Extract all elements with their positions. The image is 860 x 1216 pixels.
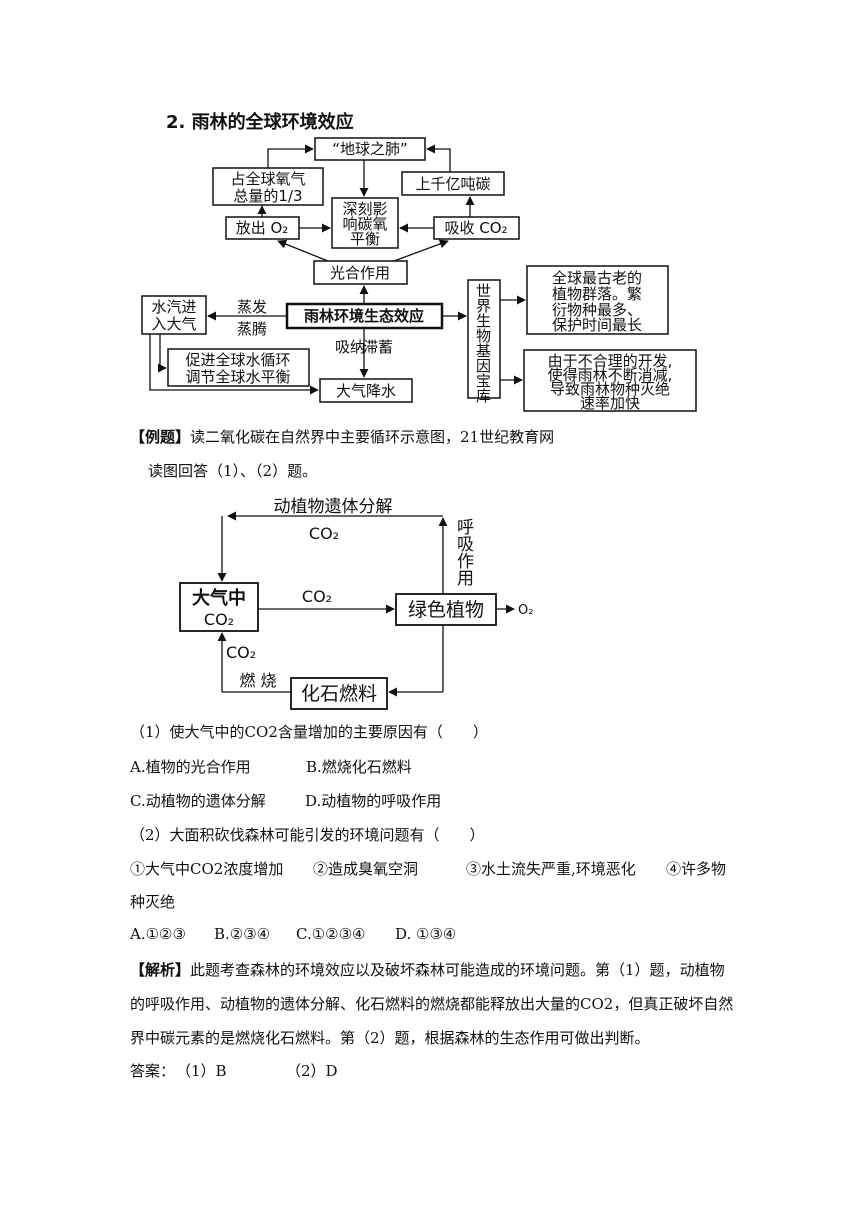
fossil-label: 化石燃料: [301, 683, 377, 705]
plants-label: 绿色植物: [408, 599, 484, 621]
atmosphere-line1: 大气中: [192, 587, 246, 609]
q2-choice-4-cont: 种灭绝: [130, 893, 176, 911]
threat-line4: 速率加快: [580, 394, 640, 412]
q1-option-c: C.动植物的遗体分解: [130, 792, 266, 810]
carbon-store-box: [401, 171, 505, 196]
rainfall-label: 大气降水: [336, 382, 396, 400]
decompose-label: 动植物遗体分解: [274, 497, 393, 517]
q2-choice-4: ④许多物: [666, 860, 727, 878]
analysis-text1: 此题考查森林的环境效应以及破坏森林可能造成的环境问题。第（1）题，动植物: [190, 961, 725, 979]
gene-bank-box: [467, 279, 501, 399]
transpiration-label: 蒸腾: [237, 320, 267, 338]
absorb-label: 吸纳: [335, 338, 365, 356]
balance-box: [331, 197, 399, 249]
water-cycle-box: [167, 348, 310, 387]
carbon-cycle-diagram: 动植物遗体分解 CO₂ 大气中 CO₂ CO₂ 绿色植物 O₂ CO₂ 燃 烧 …: [179, 497, 533, 710]
release-o2-label: 放出 O₂: [236, 219, 289, 237]
absorb-co2-label: 吸收 CO₂: [444, 219, 507, 237]
oxygen-share-line2: 总量的1/3: [233, 187, 302, 205]
example-prompt: 读图回答（1）、（2）题。: [148, 462, 318, 480]
respiration-label: 呼吸作用: [457, 518, 474, 589]
threat-box: [523, 349, 697, 412]
q2-option-c: C.①②③④: [296, 925, 366, 943]
analysis-line2: 的呼吸作用、动植物的遗体分解、化石燃料的燃烧都能释放出大量的CO2，但真正破坏自…: [130, 995, 734, 1013]
oldest-line1: 全球最古老的: [552, 269, 642, 287]
q2-choice-3: ③水土流失严重,环境恶化: [466, 860, 636, 878]
example-tag: 【例题】: [130, 428, 191, 446]
section-title: 2. 雨林的全球环境效应: [166, 112, 354, 133]
rainfall-box: [319, 378, 413, 403]
burning-label: 燃 烧: [239, 671, 276, 690]
water-cycle-line2: 调节全球水平衡: [185, 368, 290, 386]
q2-choice-1: ①大气中CO2浓度增加: [130, 860, 284, 878]
evaporation-label: 蒸发: [237, 298, 267, 316]
analysis-line1: 【解析】此题考查森林的环境效应以及破坏森林可能造成的环境问题。第（1）题，动植物: [130, 959, 725, 980]
q1-option-a: A.植物的光合作用: [130, 758, 251, 776]
co2-top-label: CO₂: [309, 524, 339, 543]
answer-label: 答案：: [130, 1062, 176, 1080]
oldest-line2: 植物群落。繁: [552, 285, 642, 303]
rainforest-effect-diagram: “地球之肺” 占全球氧气 总量的1/3 上千亿吨碳 深刻影 响碳氧 平衡 放出 …: [141, 137, 697, 412]
co2-mid-label: CO₂: [302, 587, 332, 606]
balance-line1: 深刻影: [342, 200, 387, 218]
analysis-line3: 界中碳元素的是燃烧化石燃料。第（2）题，根据森林的生态作用可做出判断。: [130, 1029, 650, 1047]
oxygen-share-line1: 占全球氧气: [230, 170, 305, 188]
analysis-tag: 【解析】: [130, 961, 191, 979]
answer-q1: （1）B: [176, 1062, 227, 1080]
q2-option-a: A.①②③: [130, 925, 186, 943]
oldest-line4: 保护时间最长: [552, 316, 642, 334]
example-heading: 【例题】读二氧化碳在自然界中主要循环示意图，21世纪教育网: [130, 426, 554, 447]
balance-line2: 响碳氧: [342, 215, 387, 233]
q2-option-b: B.②③④: [214, 925, 271, 943]
vapor-line1: 水汽进: [151, 298, 196, 316]
o2-label: O₂: [518, 603, 533, 618]
q2-option-d: D. ①③④: [395, 925, 457, 943]
q2-stem: （2）大面积砍伐森林可能引发的环境问题有（ ）: [130, 826, 485, 844]
retain-label: 滞蓄: [363, 338, 393, 356]
photosynthesis-box: [313, 260, 408, 285]
threat-line3: 导致雨林物种灭绝: [550, 380, 670, 398]
core-label: 雨林环境生态效应: [304, 307, 424, 325]
lungs-box: [314, 137, 426, 161]
oldest-line3: 衍物种最多、: [552, 301, 642, 319]
balance-line3: 平衡: [350, 230, 380, 248]
photosynthesis-label: 光合作用: [330, 264, 390, 282]
answer-q2: （2）D: [286, 1062, 338, 1080]
atmosphere-line2: CO₂: [204, 610, 234, 629]
q1-option-d: D.动植物的呼吸作用: [305, 792, 442, 810]
water-cycle-line1: 促进全球水循环: [185, 351, 290, 369]
oldest-box: [526, 265, 669, 335]
q1-stem: （1）使大气中的CO2含量增加的主要原因有（ ）: [130, 723, 488, 741]
threat-line2: 使得雨林不断消减,: [548, 366, 673, 384]
carbon-store-label: 上千亿吨碳: [415, 175, 490, 193]
lungs-label: “地球之肺”: [332, 140, 408, 158]
vapor-box: [141, 295, 207, 335]
q1-option-b: B.燃烧化石燃料: [306, 758, 412, 776]
vapor-line2: 入大气: [151, 315, 196, 333]
atmosphere-box: [179, 582, 259, 632]
example-text: 读二氧化碳在自然界中主要循环示意图，21世纪教育网: [190, 428, 555, 446]
threat-line1: 由于不合理的开发,: [548, 352, 673, 370]
q2-choice-2: ②造成臭氧空洞: [313, 860, 419, 878]
co2-left-label: CO₂: [226, 643, 256, 662]
gene-bank-label: 世界生物基因宝库: [476, 282, 492, 405]
fossil-box: [290, 677, 388, 710]
